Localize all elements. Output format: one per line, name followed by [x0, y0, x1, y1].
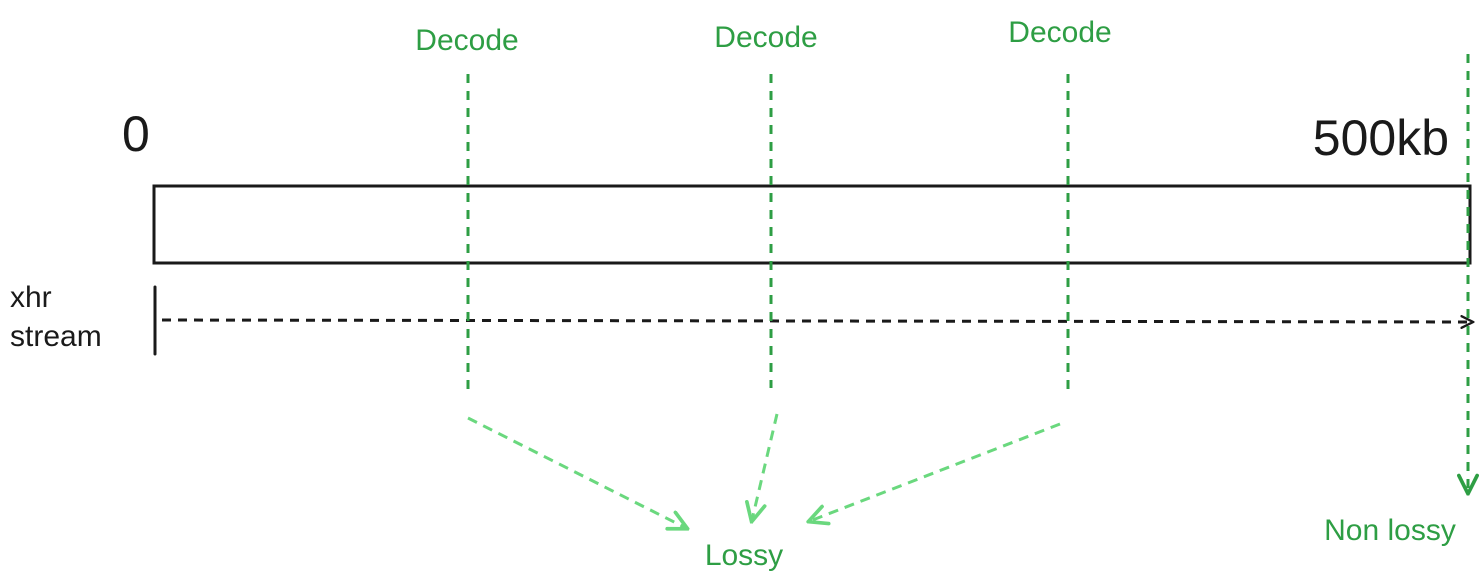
decode-label-1: Decode	[415, 24, 518, 57]
decode-label-2: Decode	[714, 21, 817, 54]
lossy-label: Lossy	[705, 539, 783, 572]
lossy-arrow-2	[752, 413, 779, 520]
scale-end-label: 500kb	[1313, 110, 1449, 166]
stream-label: stream	[10, 320, 102, 353]
buffer-bar	[152, 184, 1472, 265]
decode-label-3: Decode	[1008, 16, 1111, 49]
scale-start-label: 0	[122, 106, 150, 162]
lossy-arrow-3	[810, 422, 1061, 521]
stream-arrow	[161, 320, 1472, 322]
lossy-arrow-1	[467, 416, 686, 528]
xhr-label: xhr	[10, 281, 52, 314]
non-lossy-label: Non lossy	[1324, 514, 1456, 547]
